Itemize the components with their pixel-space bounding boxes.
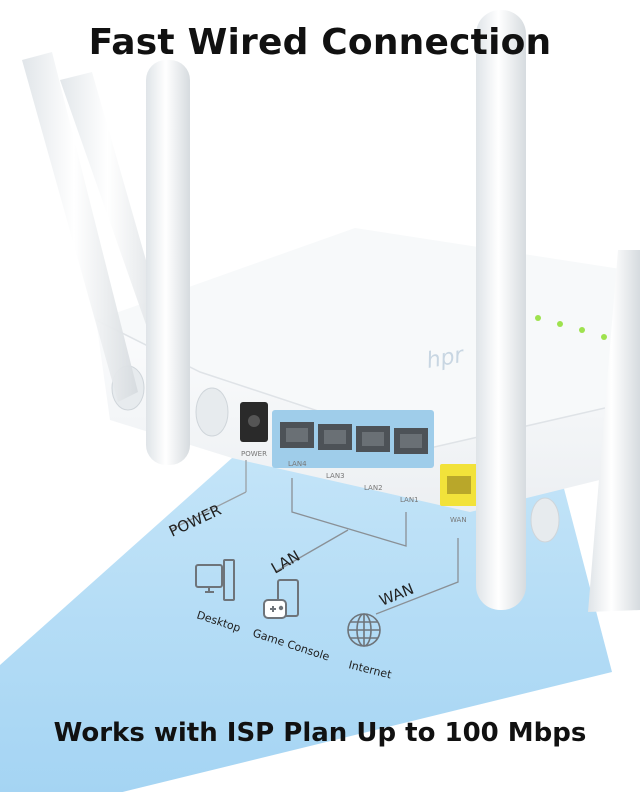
headline: Fast Wired Connection [88,22,552,63]
power-port-label: POWER [241,450,267,458]
game-console-icon [263,579,299,619]
internet-globe-icon [347,613,381,647]
lan-ports [280,422,428,454]
wan-connector [375,538,459,615]
wan-port-label: WAN [450,516,467,524]
lan2-label: LAN2 [364,484,383,492]
lan3-label: LAN3 [326,472,345,480]
antennas [22,10,640,612]
status-leds [535,315,607,340]
desktop-icon [195,559,235,601]
lan1-label: LAN1 [400,496,419,504]
lan-bracket [274,478,407,573]
tagline: Works with ISP Plan Up to 100 Mbps [53,718,587,748]
lan4-label: LAN4 [288,460,307,468]
connection-beam [0,458,612,792]
